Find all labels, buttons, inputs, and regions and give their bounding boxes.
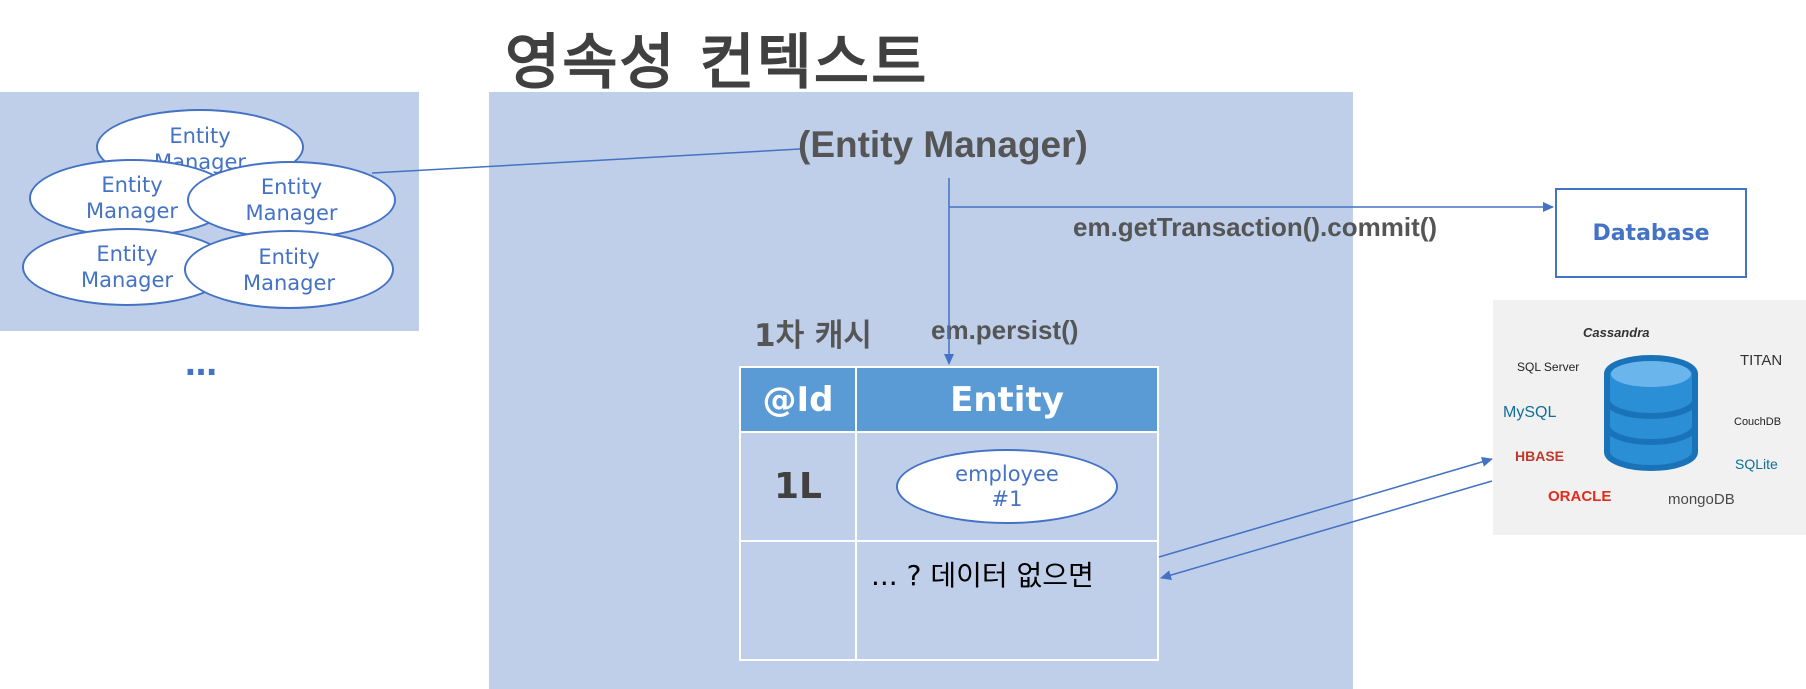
table-header-row: @Id Entity bbox=[739, 366, 1159, 433]
entity-column-header: Entity bbox=[855, 366, 1159, 433]
table-row: ... ? 데이터 없으면 bbox=[739, 540, 1159, 661]
mongodb-logo: mongoDB bbox=[1668, 491, 1735, 508]
cache-miss-text: ... ? 데이터 없으면 bbox=[871, 559, 1094, 592]
more-indicator: … bbox=[185, 345, 217, 383]
entity-manager-ellipse: Entity Manager bbox=[184, 230, 394, 309]
load-from-db-arrow bbox=[1160, 480, 1493, 580]
id-column-header: @Id bbox=[739, 366, 857, 433]
sqlite-logo: SQLite bbox=[1735, 456, 1778, 472]
persist-label: em.persist() bbox=[931, 315, 1079, 345]
mysql-logo: MySQL bbox=[1503, 404, 1557, 421]
commit-label: em.getTransaction().commit() bbox=[1073, 212, 1438, 242]
id-cell: 1L bbox=[739, 431, 857, 542]
database-box: Database bbox=[1555, 188, 1747, 278]
entity-cell: ... ? 데이터 없으면 bbox=[855, 540, 1159, 661]
id-cell-empty bbox=[739, 540, 857, 661]
first-level-cache-label: 1차 캐시 bbox=[754, 318, 872, 354]
page-title: 영속성 컨텍스트 bbox=[505, 28, 929, 98]
oracle-logo: ORACLE bbox=[1548, 488, 1612, 505]
first-level-cache-table: @Id Entity 1L employee #1 ... ? 데이터 없으면 bbox=[739, 366, 1159, 661]
entity-manager-label: (Entity Manager) bbox=[798, 124, 1088, 165]
database-logos-image: SQL Server Cassandra TITAN MySQL CouchDB… bbox=[1493, 300, 1806, 535]
employee-entity-ellipse: employee #1 bbox=[896, 449, 1118, 524]
cassandra-logo: Cassandra bbox=[1583, 325, 1650, 340]
connector-line bbox=[371, 148, 801, 174]
titan-logo: TITAN bbox=[1740, 352, 1783, 369]
entity-cell: employee #1 bbox=[855, 431, 1159, 542]
database-cylinder-icon bbox=[1604, 355, 1698, 471]
hbase-logo: HBASE bbox=[1515, 448, 1565, 464]
table-row: 1L employee #1 bbox=[739, 431, 1159, 542]
couchdb-logo: CouchDB bbox=[1734, 416, 1782, 428]
query-db-arrow bbox=[1158, 457, 1493, 558]
sqlserver-logo: SQL Server bbox=[1517, 360, 1580, 374]
